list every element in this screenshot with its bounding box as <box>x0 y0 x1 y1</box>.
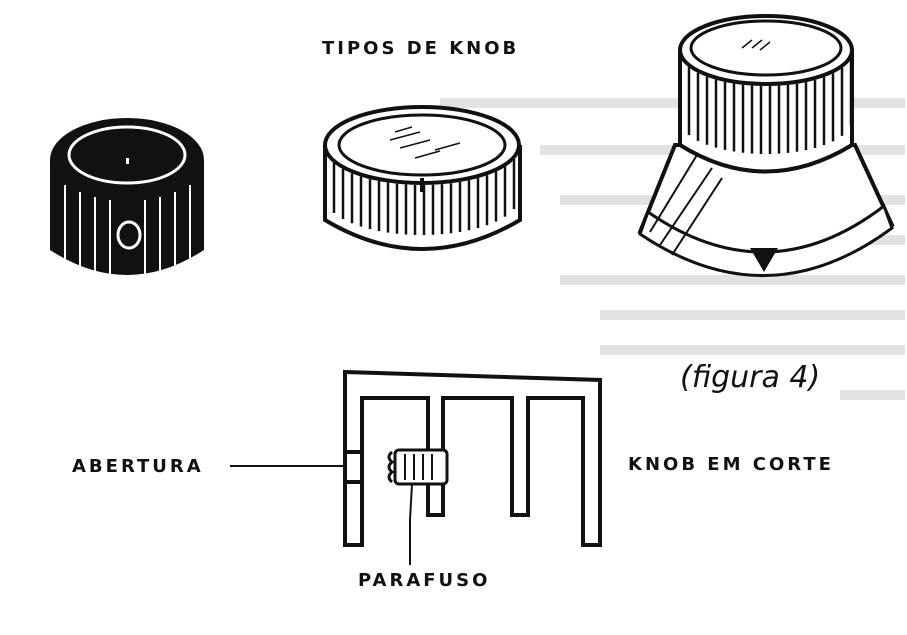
knob-skirted <box>637 14 895 277</box>
figure-title: TIPOS DE KNOB <box>322 38 520 59</box>
leader-lines <box>230 465 413 565</box>
label-parafuso: PARAFUSO <box>358 570 491 591</box>
label-knob-em-corte: KNOB EM CORTE <box>628 454 834 475</box>
figure-caption: (figura 4) <box>680 360 821 395</box>
knob-cross-section <box>343 369 602 547</box>
screw-icon <box>387 448 449 486</box>
knob-white <box>323 105 522 251</box>
knob-dark <box>50 118 204 282</box>
pointer-triangle-icon <box>750 248 778 272</box>
label-abertura: ABERTURA <box>72 456 204 477</box>
